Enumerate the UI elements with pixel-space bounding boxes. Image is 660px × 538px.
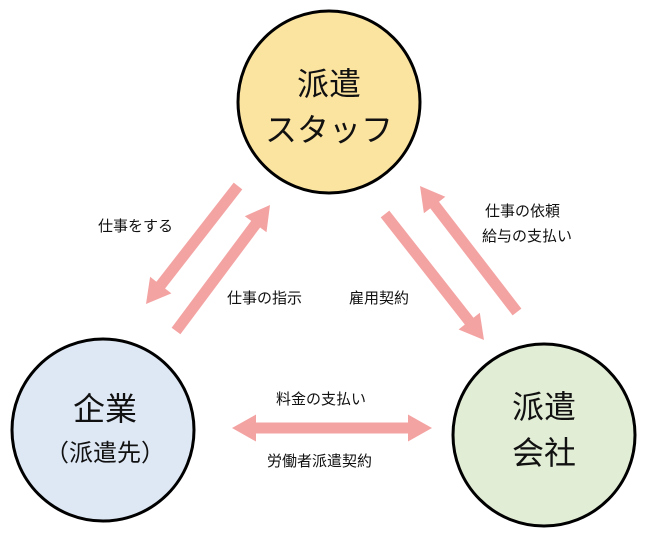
- label-salary-payment: 給与の支払い: [482, 227, 572, 245]
- arrow-staff-to-agency: [380, 210, 484, 340]
- node-agency-circle: [451, 342, 637, 528]
- arrow-company-to-staff: [171, 205, 270, 335]
- label-employment-contract: 雇用契約: [349, 289, 409, 307]
- label-fee-payment: 料金の支払い: [276, 390, 366, 408]
- node-company-label-line1: 企業: [73, 390, 137, 428]
- arrow-staff-to-company: [146, 182, 243, 304]
- node-agency-label-line2: 会社: [512, 434, 576, 472]
- node-agency-label-line1: 派遣: [512, 388, 576, 426]
- node-staff-circle: [236, 9, 422, 195]
- arrow-company-agency-bidirectional: [232, 414, 432, 442]
- node-company-label-line2: （派遣先）: [45, 439, 165, 467]
- node-company-circle: [10, 337, 196, 523]
- label-dispatch-contract: 労働者派遣契約: [267, 452, 372, 470]
- node-company: 企業 （派遣先）: [10, 337, 196, 523]
- label-work-request: 仕事の依頼: [485, 202, 560, 220]
- label-work: 仕事をする: [98, 217, 173, 235]
- node-agency: 派遣 会社: [451, 342, 637, 528]
- arrow-agency-to-staff: [420, 186, 522, 316]
- node-staff-label-line2: スタッフ: [265, 111, 393, 149]
- label-instruction: 仕事の指示: [227, 289, 302, 307]
- arrows: [146, 182, 522, 442]
- node-staff-label-line1: 派遣: [297, 65, 361, 103]
- node-staff: 派遣 スタッフ: [236, 9, 422, 195]
